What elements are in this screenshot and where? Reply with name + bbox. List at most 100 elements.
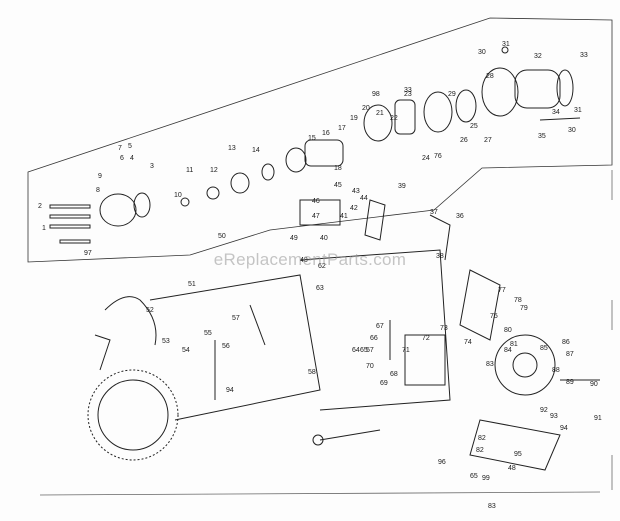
part-callout-74: 74 <box>464 339 472 346</box>
part-callout-58: 58 <box>308 369 316 376</box>
part-callout-55: 55 <box>204 330 212 337</box>
part-callout-71: 71 <box>402 347 410 354</box>
part-callout-40: 40 <box>320 235 328 242</box>
part-callout-22: 22 <box>390 115 398 122</box>
part-callout-67: 67 <box>376 323 384 330</box>
part-callout-39: 39 <box>398 183 406 190</box>
motor-frame <box>514 69 561 109</box>
base-plate <box>469 419 561 471</box>
chassis-parts <box>87 199 600 471</box>
part-callout-45: 45 <box>334 182 342 189</box>
rod-end <box>312 434 324 446</box>
bottom-rule <box>39 491 601 496</box>
part-callout-56: 56 <box>222 343 230 350</box>
part-callout-94: 94 <box>560 425 568 432</box>
miter-lever <box>459 269 501 341</box>
screw-top <box>501 46 509 54</box>
part-callout-24: 24 <box>422 155 430 162</box>
part-callout-48: 48 <box>300 257 308 264</box>
part-callout-34: 34 <box>552 109 560 116</box>
part-callout-33: 33 <box>404 87 412 94</box>
bolt-3 <box>49 224 91 229</box>
motor-parts <box>49 46 581 244</box>
part-callout-50: 50 <box>218 233 226 240</box>
part-callout-97: 97 <box>84 250 92 257</box>
part-callout-73: 73 <box>440 325 448 332</box>
bevel-guard <box>429 214 451 261</box>
bolt-4 <box>59 239 91 244</box>
part-callout-4: 4 <box>130 155 134 162</box>
part-callout-86: 86 <box>562 339 570 346</box>
hub-assembly <box>494 334 556 396</box>
part-callout-26: 26 <box>460 137 468 144</box>
part-callout-85: 85 <box>540 345 548 352</box>
part-callout-42: 42 <box>350 205 358 212</box>
part-callout-19: 19 <box>350 115 358 122</box>
part-callout-11: 11 <box>186 167 193 174</box>
part-callout-23: 23 <box>404 91 412 98</box>
cord-strain-relief <box>94 334 111 371</box>
part-callout-38: 38 <box>436 253 444 260</box>
part-callout-82: 82 <box>476 447 484 454</box>
part-callout-79: 79 <box>520 305 528 312</box>
part-callout-31: 31 <box>574 107 582 114</box>
part-callout-16: 16 <box>322 130 330 137</box>
part-callout-90: 90 <box>590 381 598 388</box>
part-callout-87: 87 <box>566 351 574 358</box>
part-callout-80: 80 <box>504 327 512 334</box>
part-callout-46: 46 <box>312 198 320 205</box>
blade <box>97 379 169 451</box>
part-callout-57: 57 <box>366 347 374 354</box>
part-callout-8: 8 <box>96 187 100 194</box>
part-callout-54: 54 <box>182 347 190 354</box>
part-callout-28: 28 <box>486 73 494 80</box>
part-callout-53: 53 <box>162 338 170 345</box>
callouts-middle: 4546474344424140394948503736385152535455… <box>146 182 464 376</box>
part-callout-69: 69 <box>380 380 388 387</box>
motor-shell <box>481 67 519 117</box>
part-callout-51: 51 <box>188 281 196 288</box>
part-callout-44: 44 <box>360 195 368 202</box>
trigger <box>364 199 386 241</box>
part-callout-95: 95 <box>514 451 522 458</box>
part-callout-27: 27 <box>484 137 492 144</box>
part-callout-33: 33 <box>580 52 588 59</box>
gear-hub <box>230 172 250 194</box>
part-callout-5: 5 <box>128 143 132 150</box>
tie-rod <box>319 429 381 441</box>
link-arm <box>249 304 266 346</box>
field-coil <box>363 104 393 142</box>
bolt-1 <box>49 204 91 209</box>
part-callout-83: 83 <box>488 503 496 510</box>
part-callout-66: 66 <box>370 335 378 342</box>
motor-section-frame <box>27 17 613 263</box>
part-callout-12: 12 <box>210 167 218 174</box>
part-callout-65: 65 <box>470 473 478 480</box>
part-callout-25: 25 <box>470 123 478 130</box>
base-frame <box>149 274 321 421</box>
part-callout-7: 7 <box>118 145 122 152</box>
part-callout-82: 82 <box>478 435 486 442</box>
switch-housing <box>299 199 341 226</box>
part-callout-6: 6 <box>120 155 124 162</box>
part-callout-84: 84 <box>504 347 512 354</box>
spacer <box>261 163 275 181</box>
part-callout-75: 75 <box>490 313 498 320</box>
arbor-bracket <box>404 334 446 386</box>
part-callout-36: 36 <box>456 213 464 220</box>
part-callout-57: 57 <box>232 315 240 322</box>
part-callout-21: 21 <box>376 110 384 117</box>
part-callout-35: 35 <box>538 133 546 140</box>
washer-1 <box>180 197 190 207</box>
part-callout-94: 94 <box>226 387 234 394</box>
part-callout-9: 9 <box>98 173 102 180</box>
gear-case <box>299 249 451 411</box>
brush-holder <box>394 99 416 135</box>
end-housing <box>99 193 137 227</box>
hub-center <box>512 352 538 378</box>
handle-bracket <box>104 296 157 346</box>
armature <box>304 139 344 167</box>
end-cover <box>556 69 574 107</box>
